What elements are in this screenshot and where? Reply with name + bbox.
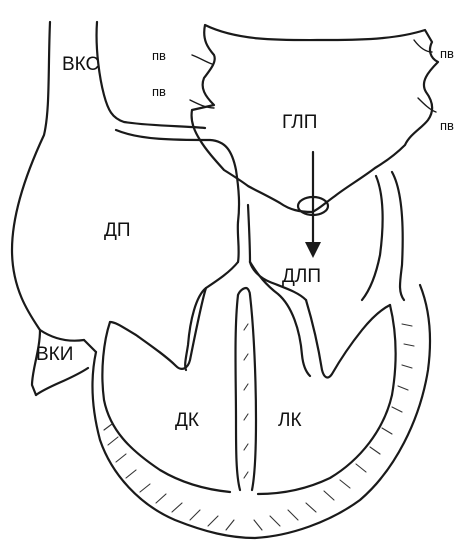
inferior-vena-cava-right-wall	[84, 340, 96, 352]
interatrial-septum-left	[238, 222, 239, 262]
label-dp: ДП	[104, 220, 131, 241]
left-ventricle-leaflet	[306, 300, 390, 377]
right-atrium-lower-wall	[40, 330, 84, 341]
left-atrium-lower-right-wall	[392, 172, 404, 300]
label-pv-right-bottom: пв	[440, 118, 454, 133]
heart-outer-wall	[93, 285, 430, 538]
label-pv-left-top: пв	[152, 48, 166, 63]
label-dlp: ДЛП	[282, 266, 321, 287]
label-vks: ВКС	[62, 54, 99, 75]
septum-top-junction	[238, 288, 250, 295]
septum-y-left	[185, 262, 238, 370]
label-glp: ГЛП	[282, 112, 317, 133]
septum-center-left	[236, 295, 241, 490]
left-atrium-inner-right-wall	[362, 176, 383, 300]
label-lk: ЛК	[278, 410, 302, 431]
flow-arrow-head	[305, 242, 321, 258]
label-pv-left-bottom: пв	[152, 84, 166, 99]
inferior-vena-cava-left-wall	[36, 368, 88, 395]
pulmonary-vein-right-notch-bottom	[418, 98, 436, 112]
label-vki: ВКИ	[36, 344, 73, 365]
pulmonary-vein-left-notch-top	[192, 55, 212, 64]
interatrial-septum-right	[248, 205, 250, 262]
left-ventricle-inner-wall	[258, 305, 396, 494]
septum-center-right	[250, 295, 256, 490]
atrial-connection-lower-wall	[116, 130, 239, 222]
right-ventricle-leaflet	[110, 288, 206, 369]
label-pv-right-top: пв	[440, 46, 454, 61]
myocardium-hatching	[104, 324, 414, 530]
right-ventricle-inner-wall	[102, 322, 230, 492]
superior-vena-cava-right-wall	[97, 22, 205, 128]
right-atrium-outer-wall	[12, 22, 50, 395]
label-dk: ДК	[175, 410, 199, 431]
